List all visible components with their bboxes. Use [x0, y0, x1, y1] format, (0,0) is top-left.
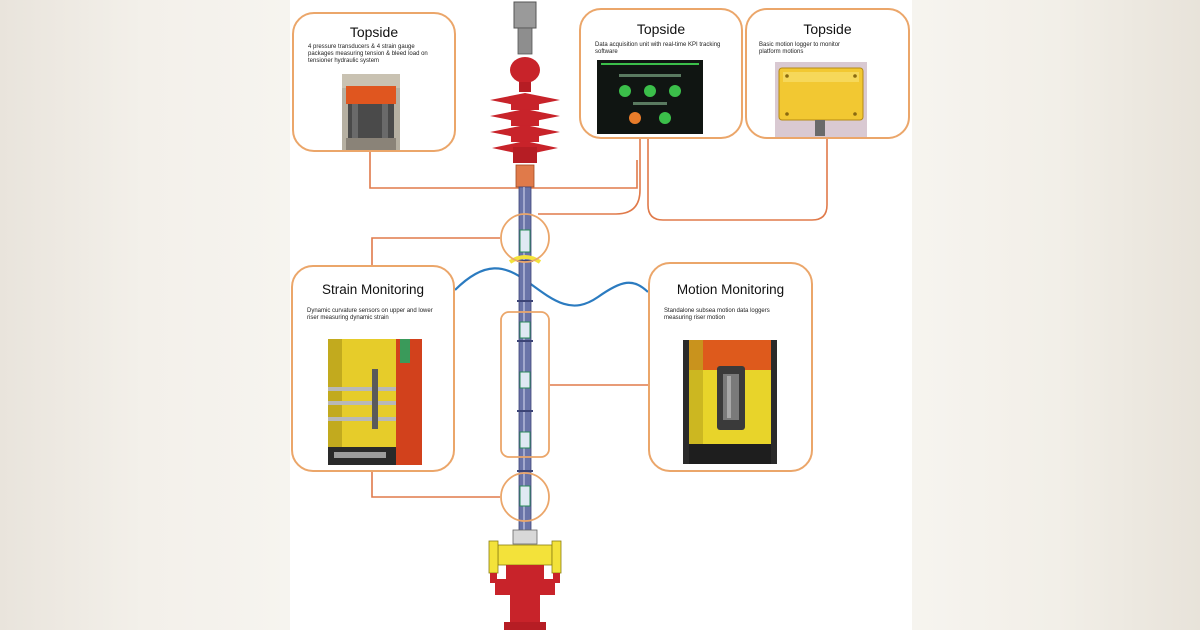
- connector-strain-lower: [371, 470, 500, 498]
- connector-topside-center-a: [538, 138, 641, 215]
- motion-logger-bracket: [500, 311, 550, 458]
- callout-description: Dynamic curvature sensors on upper and l…: [307, 308, 433, 322]
- connector-strain-upper: [371, 237, 500, 265]
- callout-description: Basic motion logger to monitor platform …: [759, 42, 841, 56]
- riser-clamp: [508, 255, 542, 264]
- diagram-panel: Topside 4 pressure transducers & 4 strai…: [290, 0, 912, 630]
- callout-title: Strain Monitoring: [321, 282, 425, 297]
- callout-description: Data acquisition unit with real-time KPI…: [595, 42, 721, 56]
- callout-title: Topside: [803, 21, 852, 37]
- callout-title: Motion Monitoring: [676, 282, 785, 297]
- motion-logger-photo: [775, 62, 867, 137]
- callout-topside-data-acquisition: Topside Data acquisition unit with real-…: [579, 8, 743, 139]
- tensioner-photo: [342, 74, 400, 150]
- sensor-pods: [519, 229, 531, 507]
- callout-strain-monitoring: Strain Monitoring Dynamic curvature sens…: [291, 265, 455, 472]
- connector-lines: [369, 120, 828, 498]
- tension-ring: [515, 164, 535, 188]
- riser-assembly: [488, 1, 562, 630]
- waterline: [454, 267, 649, 307]
- callout-topside-tensioner: Topside 4 pressure transducers & 4 strai…: [292, 12, 456, 152]
- upper-strain-sensor-ring: [500, 213, 550, 263]
- tensioner-head: [510, 57, 540, 83]
- tensioner-fins: [490, 93, 560, 163]
- callout-title: Topside: [349, 24, 399, 40]
- riser-top-cap: [513, 1, 537, 29]
- bop-stack: [488, 540, 562, 630]
- lower-strain-sensor-ring: [500, 472, 550, 522]
- callout-description: Standalone subsea motion data loggers me…: [664, 308, 770, 322]
- subsea-logger-photo: [683, 340, 777, 464]
- lower-connector: [512, 529, 538, 545]
- connector-topside-left: [369, 150, 638, 189]
- strain-sensor-photo: [328, 339, 422, 465]
- connector-topside-center-b: [647, 120, 828, 221]
- kpi-software-screen: [597, 60, 703, 134]
- callout-motion-monitoring: Motion Monitoring Standalone subsea moti…: [648, 262, 813, 472]
- callout-topside-motion-logger: Topside Basic motion logger to monitor p…: [745, 8, 910, 139]
- callout-title: Topside: [636, 21, 686, 37]
- callout-description: 4 pressure transducers & 4 strain gauge …: [308, 44, 428, 65]
